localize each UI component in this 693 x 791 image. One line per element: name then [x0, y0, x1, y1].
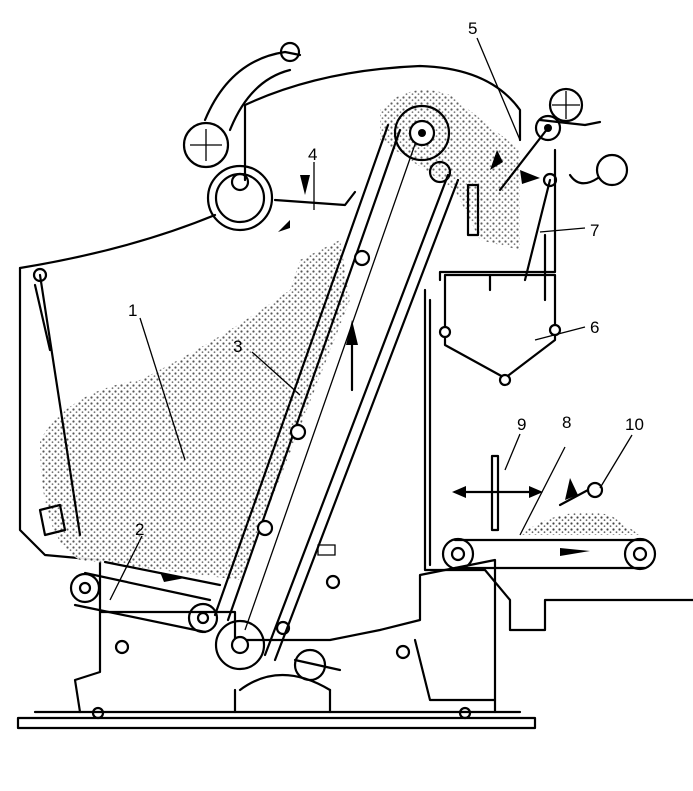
callout-6: 6: [590, 318, 599, 337]
weigh-hopper: [438, 273, 562, 387]
output-conveyor: [441, 512, 657, 571]
upper-drum-assembly: [182, 41, 357, 232]
callout-4: 4: [308, 145, 317, 164]
fixing-circles: [114, 574, 411, 682]
material-output: [520, 512, 640, 535]
callout-1: 1: [128, 301, 137, 320]
callouts: 1 2 3 4 5 6 7 8 9 10: [128, 19, 644, 539]
right-frame: [423, 288, 693, 632]
callout-10: 10: [625, 415, 644, 434]
feed-conveyor: [69, 560, 222, 634]
callout-3: 3: [233, 337, 242, 356]
top-right-mechanism: [466, 87, 629, 302]
callout-7: 7: [590, 221, 599, 240]
divider-blade: [452, 454, 543, 532]
leader-lines: [109, 37, 633, 601]
callout-2: 2: [135, 520, 144, 539]
callout-8: 8: [562, 413, 571, 432]
base-plate: [16, 706, 537, 730]
callout-5: 5: [468, 19, 477, 38]
side-lever: [32, 267, 82, 537]
callout-9: 9: [517, 415, 526, 434]
spray-nozzle: [558, 478, 604, 507]
material-bin: [40, 240, 350, 580]
inclined-elevator: [213, 104, 460, 671]
